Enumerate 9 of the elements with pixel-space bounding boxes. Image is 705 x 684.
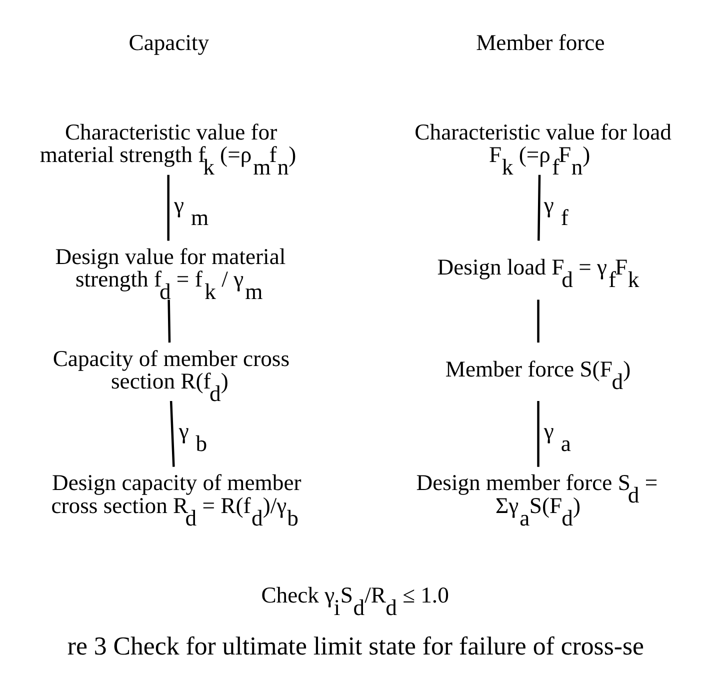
connector xyxy=(170,400,175,467)
connector xyxy=(538,174,541,241)
connector xyxy=(537,300,540,343)
label: Member force xyxy=(476,30,605,55)
connector xyxy=(537,401,540,467)
caption: re 3 Check for ultimate limit state for failure of cross-se xyxy=(67,631,644,660)
label: Capacity xyxy=(128,30,210,55)
connector xyxy=(168,300,171,343)
connector xyxy=(167,174,170,241)
